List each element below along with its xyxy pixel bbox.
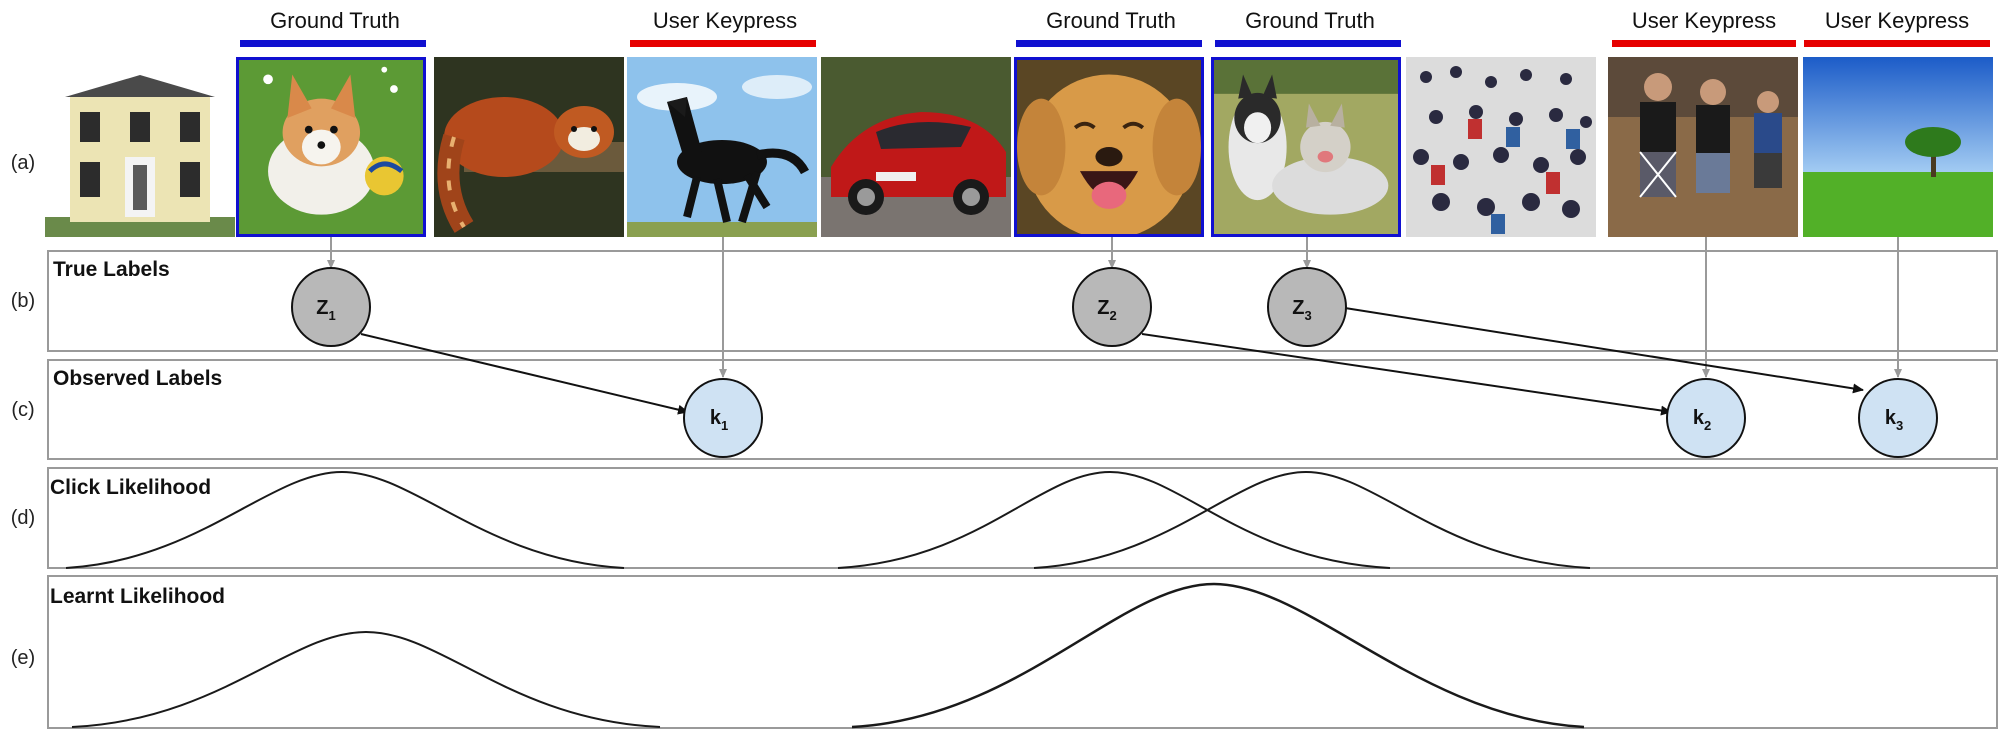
header-ground-truth-2: Ground Truth <box>1046 8 1176 33</box>
image-people-walking[interactable] <box>1608 57 1798 237</box>
header-user-keypress-2: User Keypress <box>1631 8 1777 33</box>
panel-title-observed-labels: Observed Labels <box>53 367 223 390</box>
header-bar-ground-truth-1 <box>240 40 426 47</box>
image-tree-on-field[interactable] <box>1803 57 1993 237</box>
row-label-d: (d) <box>10 507 36 529</box>
row-label-b: (b) <box>10 290 36 312</box>
image-black-horse[interactable] <box>627 57 817 237</box>
header-ground-truth-1: Ground Truth <box>270 8 400 33</box>
node-k1-label: k1 <box>710 407 728 433</box>
header-bar-ground-truth-3 <box>1215 40 1401 47</box>
edge-z2-to-k2 <box>1141 333 1672 416</box>
node-k3-circle <box>1858 378 1938 458</box>
node-k2-circle <box>1666 378 1746 458</box>
image-golden-retriever[interactable] <box>1014 57 1204 237</box>
row-label-e: (e) <box>10 647 36 669</box>
node-z2[interactable]: Z2 <box>1072 267 1152 347</box>
node-z2-label: Z2 <box>1097 297 1116 323</box>
panel-click-likelihood: Click Likelihood <box>47 467 1998 569</box>
panel-title-learnt-likelihood: Learnt Likelihood <box>50 585 226 608</box>
image-huskies[interactable] <box>1211 57 1401 237</box>
node-z3[interactable]: Z3 <box>1267 267 1347 347</box>
image-crowd[interactable] <box>1406 57 1596 237</box>
row-label-c: (c) <box>11 399 35 421</box>
node-z1-label: Z1 <box>316 297 335 323</box>
image-house[interactable] <box>45 57 235 237</box>
node-k3[interactable]: k3 <box>1858 378 1938 458</box>
header-bar-user-keypress-2 <box>1612 40 1796 47</box>
header-bar-ground-truth-2 <box>1016 40 1202 47</box>
click-likelihood-curve-1 <box>65 470 625 569</box>
node-z1[interactable]: Z1 <box>291 267 371 347</box>
learnt-likelihood-curve-2 <box>851 582 1585 729</box>
image-red-car[interactable] <box>821 57 1011 237</box>
node-z3-circle <box>1267 267 1347 347</box>
node-k1-circle <box>683 378 763 458</box>
node-z1-circle <box>291 267 371 347</box>
click-likelihood-curve-3 <box>1033 470 1591 569</box>
header-bar-user-keypress-1 <box>630 40 816 47</box>
click-likelihood-curve-2 <box>837 470 1391 569</box>
node-k2[interactable]: k2 <box>1666 378 1746 458</box>
panel-title-click-likelihood: Click Likelihood <box>50 476 212 499</box>
panel-true-labels: True Labels <box>47 250 1998 352</box>
header-ground-truth-3: Ground Truth <box>1245 8 1375 33</box>
row-label-a: (a) <box>10 152 36 174</box>
learnt-likelihood-curve-1 <box>71 630 661 728</box>
image-corgi-puppy[interactable] <box>236 57 426 237</box>
panel-learnt-likelihood: Learnt Likelihood <box>47 575 1998 729</box>
edge-z3-to-k3 <box>1344 307 1864 394</box>
header-user-keypress-3: User Keypress <box>1824 8 1970 33</box>
node-k2-label: k2 <box>1693 407 1711 433</box>
edge-z1-to-k1 <box>360 333 689 415</box>
node-k1[interactable]: k1 <box>683 378 763 458</box>
node-z3-label: Z3 <box>1292 297 1311 323</box>
header-bar-user-keypress-3 <box>1804 40 1990 47</box>
node-k3-label: k3 <box>1885 407 1903 433</box>
header-user-keypress-1: User Keypress <box>652 8 798 33</box>
node-z2-circle <box>1072 267 1152 347</box>
image-red-panda[interactable] <box>434 57 624 237</box>
panel-title-true-labels: True Labels <box>53 258 170 281</box>
